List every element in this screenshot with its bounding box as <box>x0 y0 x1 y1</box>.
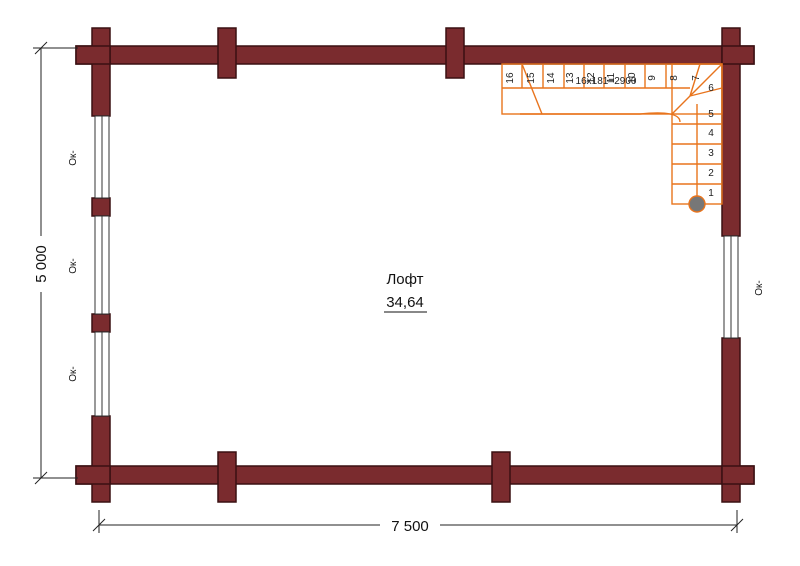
stair-right-steps <box>672 104 722 204</box>
stair-step-number: 3 <box>708 148 714 159</box>
wall-top <box>75 45 755 65</box>
stair-step-number: 6 <box>708 83 714 94</box>
stair-step-number: 10 <box>627 72 638 84</box>
window-labels: Ок- Ок- Ок- Ок- <box>68 150 765 381</box>
room-label: Лофт 34,64 <box>384 271 427 313</box>
window-label-left-2: Ок- <box>68 258 79 273</box>
room-name: Лофт <box>386 271 423 288</box>
window-right-1 <box>723 235 739 339</box>
stair-step-number: 9 <box>647 75 658 81</box>
stair-step-number: 8 <box>669 75 680 81</box>
log-end-bottom-1 <box>217 451 237 503</box>
stair-step-number: 2 <box>708 168 714 179</box>
window-label-right-1: Ок- <box>754 280 765 295</box>
stair-step-number: 4 <box>708 128 714 139</box>
log-end-top-2 <box>445 27 465 79</box>
windows <box>94 115 739 417</box>
window-left-3 <box>94 331 110 417</box>
stair-step-number: 14 <box>546 72 557 84</box>
log-end-bottom-2 <box>491 451 511 503</box>
corner-bottom-right <box>721 465 755 485</box>
stair-step-number: 12 <box>586 72 597 84</box>
stair-step-number: 13 <box>565 72 576 84</box>
stair-winder-line-2 <box>689 87 723 97</box>
wall-left-middle-b <box>91 313 111 333</box>
window-left-2 <box>94 215 110 315</box>
room-area: 34,64 <box>386 294 424 311</box>
stair-handrail-curve <box>520 112 681 123</box>
dimension-width: 7 500 <box>92 510 744 535</box>
wall-left-middle-a <box>91 197 111 217</box>
dimension-height-label: 5 000 <box>33 245 50 283</box>
stair-step-number: 7 <box>691 75 702 81</box>
stair-newel-post <box>688 195 706 213</box>
log-end-top-1 <box>217 27 237 79</box>
window-label-left-1: Ок- <box>68 150 79 165</box>
walls <box>75 27 755 503</box>
wall-left-bottom <box>91 415 111 503</box>
stair-step-number: 15 <box>526 72 537 84</box>
stair-winder-line-3 <box>689 63 701 97</box>
dimension-height: 5 000 <box>31 41 78 485</box>
stair-step-number: 11 <box>606 72 617 83</box>
stair-winder-line-1 <box>671 63 723 115</box>
wall-bottom <box>75 465 755 485</box>
corner-top-left <box>75 45 111 65</box>
stair-flight-label: 16х181=2900 <box>576 76 637 87</box>
corner-bottom-left <box>75 465 111 485</box>
wall-left-top <box>91 27 111 117</box>
window-left-1 <box>94 115 110 199</box>
stair-step-number: 1 <box>708 188 714 199</box>
stair-step-number: 16 <box>505 72 516 84</box>
window-label-left-3: Ок- <box>68 366 79 381</box>
dimension-width-label: 7 500 <box>391 518 429 535</box>
staircase: 1 2 3 4 5 6 7 8 9 10 11 12 13 14 15 16 1… <box>501 63 723 213</box>
corner-top-right <box>721 45 755 65</box>
stair-diagonal-start <box>521 63 543 115</box>
stair-step-number: 5 <box>708 109 714 120</box>
stair-top-steps <box>502 64 690 89</box>
stair-top-flight <box>501 63 723 115</box>
